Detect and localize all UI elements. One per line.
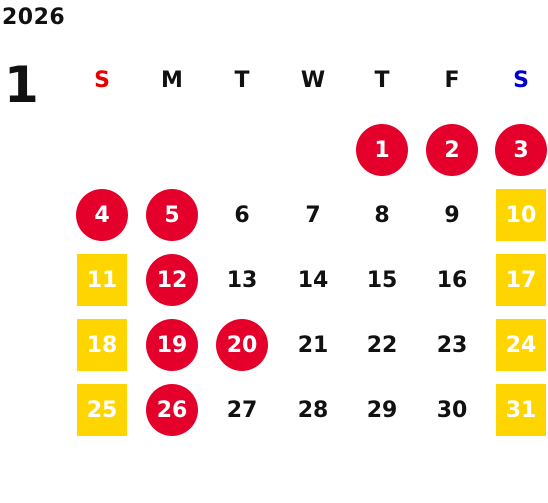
day-cell[interactable]: 22: [366, 332, 398, 358]
day-cell-holiday[interactable]: 5: [146, 189, 198, 241]
day-cell[interactable]: 13: [226, 267, 258, 293]
weekday-header: T: [374, 67, 390, 93]
year-label: 2026: [2, 5, 66, 30]
day-cell-weekend[interactable]: 11: [77, 254, 127, 306]
day-cell-holiday[interactable]: 1: [356, 124, 408, 176]
weekday-header: F: [444, 67, 460, 93]
day-cell[interactable]: 6: [234, 202, 250, 228]
day-cell[interactable]: 7: [305, 202, 321, 228]
day-cell-holiday[interactable]: 4: [76, 189, 128, 241]
day-cell[interactable]: 8: [374, 202, 390, 228]
day-cell-holiday[interactable]: 26: [146, 384, 198, 436]
day-cell[interactable]: 28: [297, 397, 329, 423]
day-cell[interactable]: 15: [366, 267, 398, 293]
weekday-header: T: [234, 67, 250, 93]
day-cell[interactable]: 9: [444, 202, 460, 228]
day-cell[interactable]: 14: [297, 267, 329, 293]
day-cell-weekend[interactable]: 24: [496, 319, 546, 371]
day-cell-weekend[interactable]: 31: [496, 384, 546, 436]
day-cell[interactable]: 29: [366, 397, 398, 423]
day-cell-holiday[interactable]: 20: [216, 319, 268, 371]
day-cell[interactable]: 27: [226, 397, 258, 423]
day-cell-weekend[interactable]: 10: [496, 189, 546, 241]
day-cell-holiday[interactable]: 3: [495, 124, 547, 176]
weekday-header: M: [161, 67, 183, 93]
weekday-header: S: [94, 67, 110, 93]
day-cell-holiday[interactable]: 19: [146, 319, 198, 371]
weekday-header: W: [300, 67, 326, 93]
day-cell-weekend[interactable]: 25: [77, 384, 127, 436]
day-cell[interactable]: 23: [436, 332, 468, 358]
day-cell-weekend[interactable]: 18: [77, 319, 127, 371]
month-label: 1: [4, 56, 39, 114]
day-cell-weekend[interactable]: 17: [496, 254, 546, 306]
day-cell[interactable]: 30: [436, 397, 468, 423]
day-cell-holiday[interactable]: 12: [146, 254, 198, 306]
day-cell[interactable]: 16: [436, 267, 468, 293]
day-cell-holiday[interactable]: 2: [426, 124, 478, 176]
weekday-header: S: [513, 67, 529, 93]
day-cell[interactable]: 21: [297, 332, 329, 358]
